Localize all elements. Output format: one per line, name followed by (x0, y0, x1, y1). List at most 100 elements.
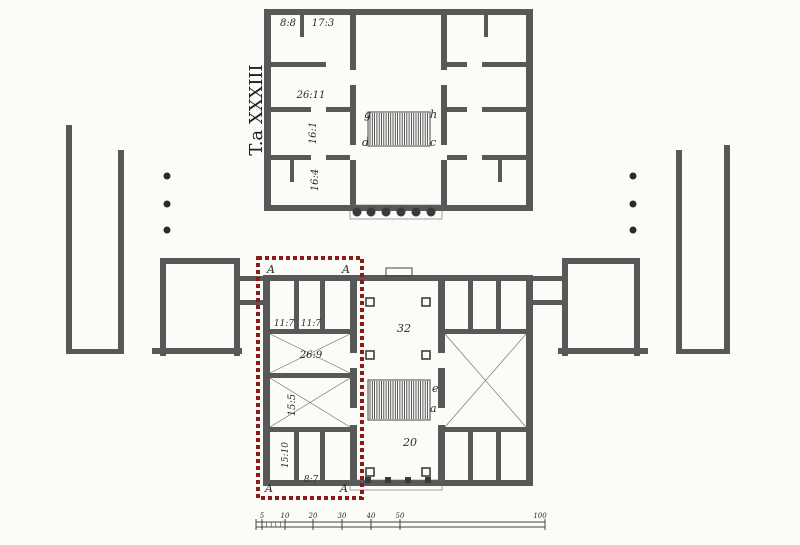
left-barchessa (66, 125, 124, 354)
scale-tick-label: 40 (366, 512, 376, 520)
portico-pier (405, 477, 411, 483)
lower-north-wall (263, 275, 533, 281)
upper-cross-wall (271, 155, 311, 160)
upper-west-wall (264, 9, 271, 211)
upper-inner-wall (350, 15, 356, 70)
highlight-corner-letter: A (264, 482, 273, 495)
lower-room-wall (468, 432, 473, 480)
column-dot (163, 200, 171, 208)
hall-pier (421, 467, 431, 477)
upper-cross-wall (271, 107, 311, 112)
upper-cross-wall (482, 155, 526, 160)
upper-staircase (367, 111, 431, 147)
left-pavilion-wall (234, 258, 240, 356)
barchessa-wall (676, 349, 730, 354)
lower-room-label: 8:7 (304, 475, 319, 485)
right-connector-wall (532, 276, 562, 281)
upper-room-label: 8:8 (280, 18, 296, 29)
hall-pier (365, 350, 375, 360)
upper-cross-wall (326, 107, 350, 112)
barchessa-wall (724, 145, 730, 353)
upper-south-wall (264, 205, 533, 211)
portico-pier (365, 477, 371, 483)
upper-inner-wall (441, 160, 447, 205)
portico-column (411, 207, 421, 217)
highlight-region (256, 256, 364, 500)
lower-room-label: 32 (397, 322, 411, 335)
lower-room-wall (320, 281, 325, 331)
column-dot (629, 200, 637, 208)
right-connector-wall (532, 300, 562, 305)
lower-room-label: 15:5 (287, 394, 298, 416)
vault-line (269, 333, 351, 374)
hall-pier (365, 297, 375, 307)
upper-inner-wall (441, 15, 447, 70)
upper-portico-columns (352, 207, 436, 217)
barchessa-wall (676, 150, 682, 350)
lower-inner-wall (438, 368, 445, 408)
lower-inner-wall (350, 281, 357, 353)
left-connector-wall (240, 276, 266, 281)
upper-cross-wall (482, 62, 526, 67)
lower-room-wall (445, 427, 526, 432)
hall-pier (421, 297, 431, 307)
upper-stair-letter: g (364, 108, 371, 121)
lower-room-label: 11:7 (301, 319, 321, 329)
lower-stair-frame (367, 379, 431, 421)
upper-cross-wall (484, 15, 488, 37)
lower-portico-columns (365, 477, 431, 483)
right-pavilion-wall (562, 258, 568, 356)
lower-stair-letter: a (430, 402, 437, 415)
upper-north-wall (264, 9, 533, 15)
upper-room-label: 17:3 (312, 18, 334, 29)
scale-tick-label: 5 (260, 512, 265, 520)
portico-pier (385, 477, 391, 483)
lower-floor-plan (152, 258, 648, 491)
lower-entrance-step (385, 267, 413, 277)
upper-stair-letter: c (430, 136, 436, 149)
lower-south-wall (263, 480, 533, 486)
hall-piers (365, 297, 431, 477)
upper-stair-frame (367, 111, 431, 147)
scale-ticks (255, 519, 546, 530)
right-pavilion-wall (562, 258, 640, 264)
lower-room-label: 15:10 (281, 442, 291, 468)
left-connector-wall (240, 300, 266, 305)
lower-room-wall (294, 432, 299, 480)
hall-pier (365, 467, 375, 477)
right-barchessa (676, 145, 730, 354)
left-pavilion-wall (152, 348, 242, 354)
portico-column (396, 207, 406, 217)
vault-line (269, 377, 351, 428)
lower-stair-letter: e (432, 382, 439, 395)
highlight-corner-letter: A (341, 263, 350, 276)
lower-inner-wall (350, 368, 357, 408)
left-pavilion-wall (160, 258, 238, 264)
lower-room-wall (445, 329, 526, 334)
upper-cross-wall (498, 160, 502, 182)
upper-cross-wall (447, 107, 467, 112)
highlight-corner-letter: A (339, 482, 348, 495)
plate-label: T.a XXXIII (246, 64, 267, 155)
scale-tick-label: 10 (281, 512, 290, 520)
upper-inner-wall (350, 85, 356, 145)
right-pavilion-wall (634, 258, 640, 356)
column-dot (629, 226, 637, 234)
lower-staircase (367, 379, 431, 421)
upper-cross-wall (447, 155, 467, 160)
column-dot (163, 172, 171, 180)
portico-column (426, 207, 436, 217)
upper-stair-letter: d (362, 136, 369, 149)
upper-cross-wall (447, 62, 467, 67)
barchessa-wall (66, 349, 124, 354)
lower-inner-wall (438, 425, 445, 480)
upper-cross-wall (326, 155, 350, 160)
lower-room-label: 26:9 (299, 350, 323, 361)
vault-line (444, 333, 527, 428)
portico-pier (425, 477, 431, 483)
lower-room-wall (270, 427, 350, 432)
left-pavilion-wall (160, 258, 166, 356)
barchessa-wall (118, 150, 124, 350)
